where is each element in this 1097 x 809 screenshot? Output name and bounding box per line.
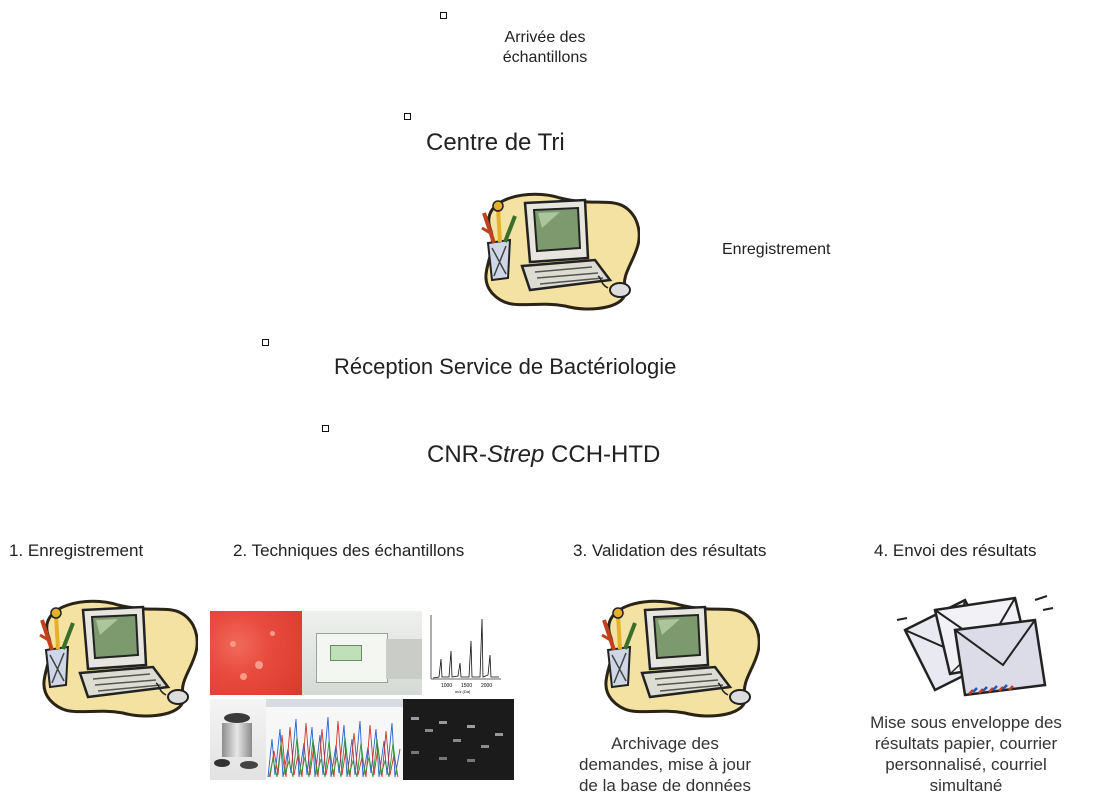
register-label: Enregistrement	[722, 241, 831, 258]
bullet-icon	[404, 113, 411, 120]
stage-4-title: 4. Envoi des résultats	[874, 541, 1037, 560]
cnr-strep-italic: Strep	[487, 441, 545, 468]
caption-line: résultats papier, courrier	[874, 734, 1058, 753]
stage-2-title: 2. Techniques des échantillons	[233, 541, 465, 560]
spectrum-tick: 1500	[461, 683, 472, 689]
blood-agar-culture-photo	[210, 611, 302, 695]
spectrum-plot: 1000 1500 2000 m/z (Da)	[425, 611, 503, 695]
gel-electrophoresis-photo	[403, 699, 514, 780]
step-sorting-center: Centre de Tri	[426, 129, 565, 156]
cnr-prefix: CNR-	[427, 441, 487, 468]
step-arrival-line1: Arrivée des	[504, 29, 586, 46]
computer-clipart-icon	[480, 192, 640, 311]
spectrum-tick: 1000	[441, 683, 452, 689]
spectrum-unit: m/z (Da)	[455, 689, 471, 694]
bullet-icon	[262, 339, 269, 346]
stage-4-caption: Mise sous enveloppe des résultats papier…	[846, 712, 1086, 796]
cnr-suffix: CCH-HTD	[544, 441, 661, 468]
spectrum-tick: 2000	[481, 683, 492, 689]
caption-line: de la base de données	[578, 776, 752, 795]
step-cnr-strep: CNR-Strep CCH-HTD	[427, 441, 660, 469]
step-arrival-line2: échantillons	[502, 49, 588, 66]
computer-clipart-icon	[38, 599, 198, 718]
caption-line: simultané	[929, 776, 1003, 795]
stage-1-title: 1. Enregistrement	[9, 541, 144, 560]
caption-line: personnalisé, courriel	[885, 755, 1047, 774]
sequencing-chromatogram	[266, 699, 403, 780]
step-bacteriology-reception: Réception Service de Bactériologie	[334, 354, 677, 379]
caption-line: Mise sous enveloppe des	[870, 713, 1062, 732]
computer-clipart-icon	[600, 599, 760, 718]
stage-3-caption: Archivage des demandes, mise à jour de l…	[565, 733, 765, 796]
stage-3-title: 3. Validation des résultats	[573, 541, 767, 560]
caption-line: demandes, mise à jour	[579, 755, 751, 774]
mass-spectrometer-photo	[302, 611, 422, 695]
caption-line: Archivage des	[611, 734, 719, 753]
bullet-icon	[322, 425, 329, 432]
step-arrival: Arrivée des échantillons	[470, 28, 620, 68]
centrifuge-photo	[210, 699, 266, 780]
envelopes-clipart-icon	[896, 595, 1054, 697]
bullet-icon	[440, 12, 447, 19]
